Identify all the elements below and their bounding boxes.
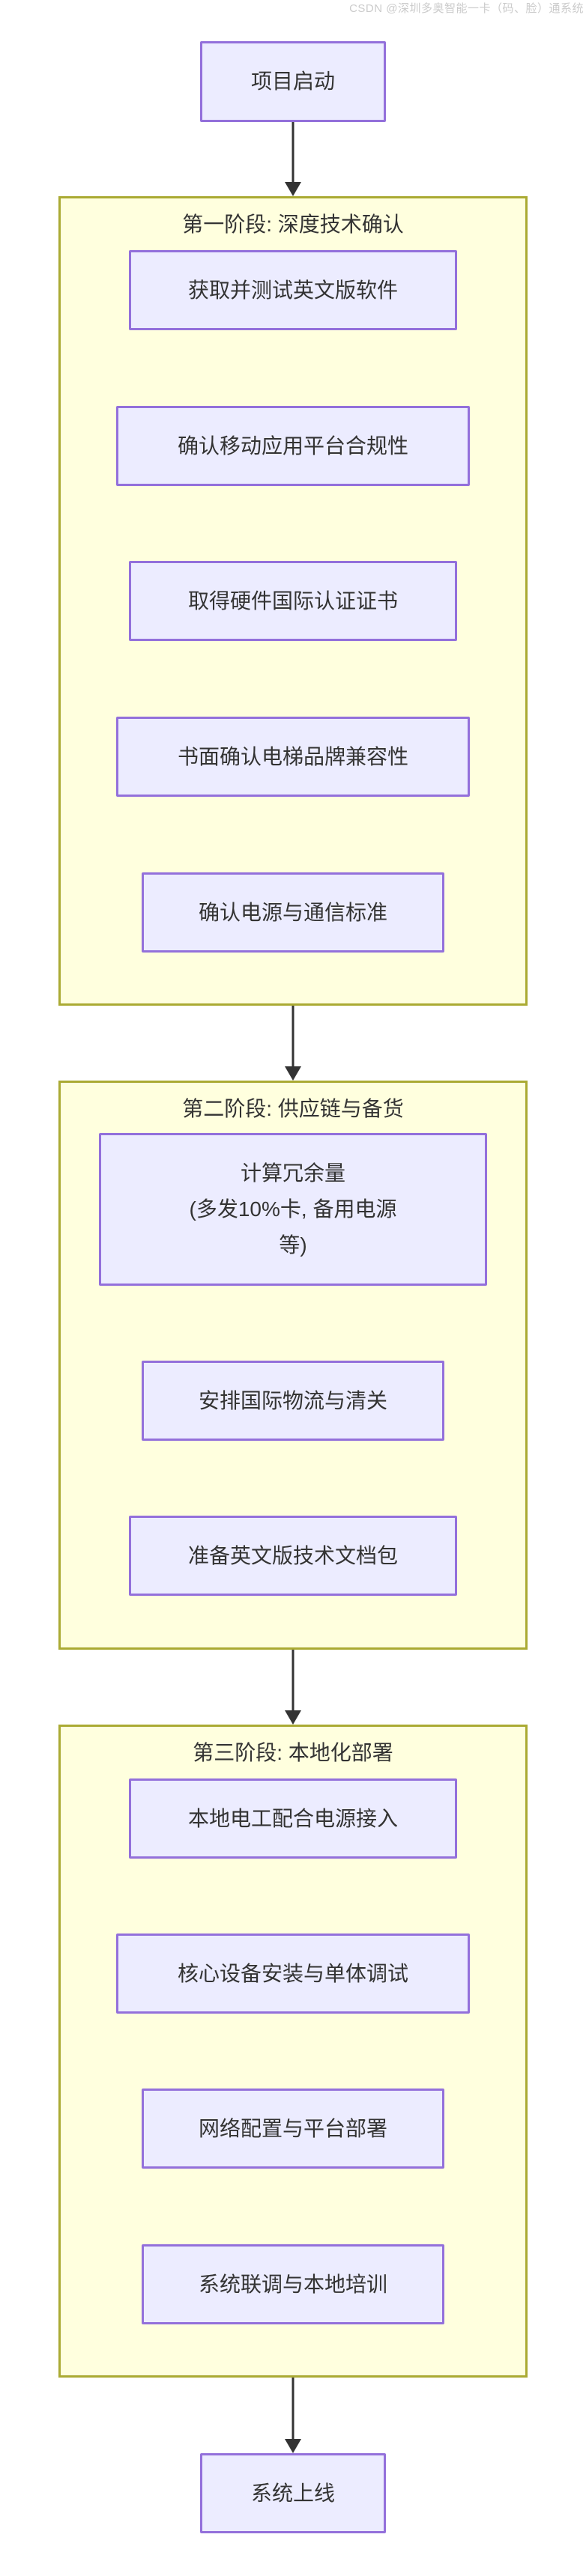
phase-1-title: 第一阶段: 深度技术确认 <box>182 213 404 236</box>
phase-2-title: 第二阶段: 供应链与备货 <box>182 1097 404 1120</box>
flow-node-step: 计算冗余量 (多发10%卡, 备用电源 等) <box>99 1133 487 1286</box>
phase-3-title: 第三阶段: 本地化部署 <box>193 1741 393 1764</box>
flow-arrow <box>284 2378 302 2453</box>
arrow-head-icon <box>285 1710 301 1725</box>
flow-node-step: 安排国际物流与清关 <box>142 1361 444 1441</box>
flow-node-end: 系统上线 <box>200 2453 386 2533</box>
flow-node-step: 系统联调与本地培训 <box>142 2244 444 2324</box>
arrow-line <box>292 122 294 183</box>
flow-node-step: 网络配置与平台部署 <box>142 2089 444 2169</box>
arrow-line <box>292 1650 294 1712</box>
flow-node-step: 准备英文版技术文档包 <box>129 1516 457 1596</box>
arrow-head-icon <box>285 2439 301 2453</box>
flow-arrow <box>284 122 302 196</box>
flow-node-step: 获取并测试英文版软件 <box>129 250 457 330</box>
flow-node-step: 本地电工配合电源接入 <box>129 1778 457 1859</box>
flow-node-step: 取得硬件国际认证证书 <box>129 561 457 641</box>
arrow-head-icon <box>285 182 301 196</box>
flow-node-start: 项目启动 <box>200 41 386 122</box>
arrow-line <box>292 2378 294 2440</box>
arrow-head-icon <box>285 1066 301 1081</box>
flow-node-step: 书面确认电梯品牌兼容性 <box>116 717 470 797</box>
csdn-watermark: CSDN @深圳多奥智能一卡（码、脸）通系统 <box>349 2 584 15</box>
flow-node-step: 核心设备安装与单体调试 <box>116 1933 470 2014</box>
flow-arrow <box>284 1650 302 1725</box>
arrow-line <box>292 1006 294 1068</box>
flow-node-step: 确认移动应用平台合规性 <box>116 406 470 486</box>
flow-arrow <box>284 1006 302 1081</box>
flow-node-step: 确认电源与通信标准 <box>142 872 444 953</box>
